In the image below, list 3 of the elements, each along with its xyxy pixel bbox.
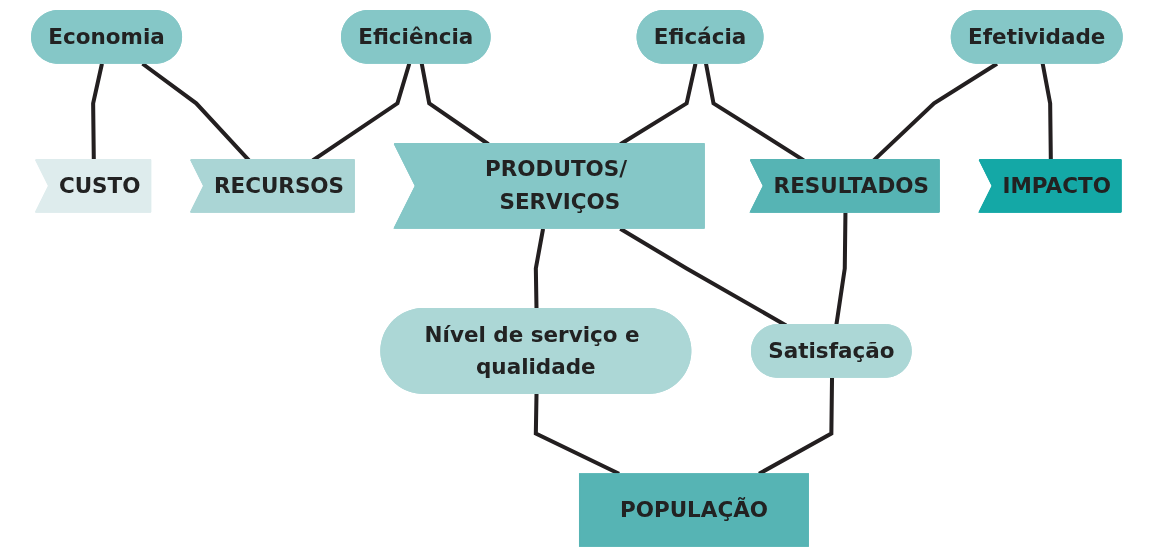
connector — [533, 228, 546, 310]
connector — [834, 212, 848, 326]
node-box: POPULAÇÃO — [579, 473, 810, 547]
